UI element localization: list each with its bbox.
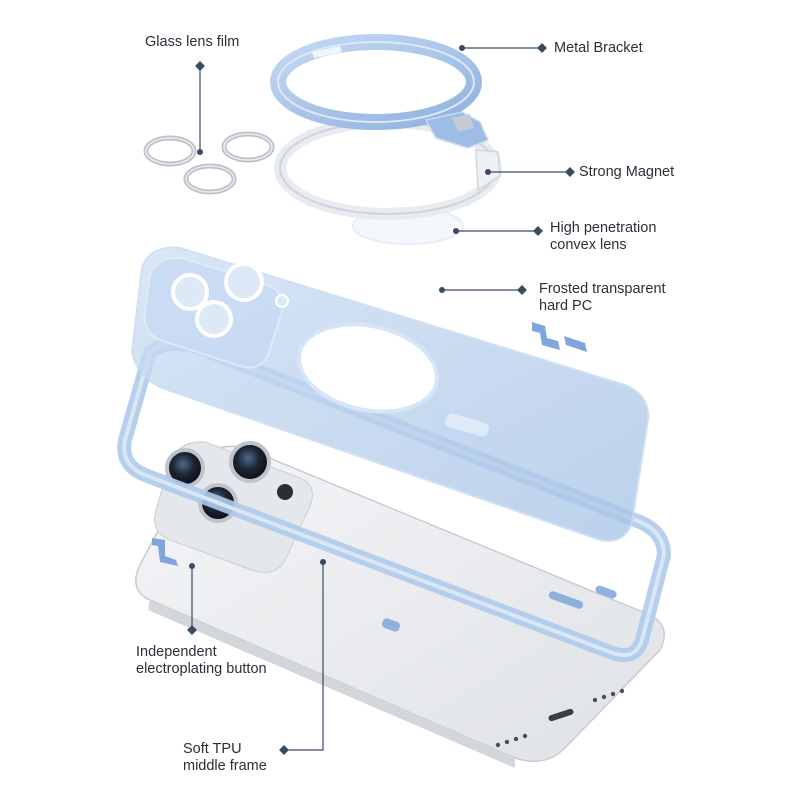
charging-port-icon (548, 708, 574, 722)
electroplating-button-icon (152, 322, 587, 566)
leader-lines (187, 43, 575, 755)
label-button-line2: electroplating button (136, 661, 267, 677)
metal-bracket (270, 34, 490, 149)
label-convex-lens-line2: convex lens (550, 237, 627, 253)
pc-camera-ring-icon (195, 300, 233, 338)
camera-lens-icon (229, 441, 271, 483)
label-button-line1: Independent (136, 644, 217, 660)
magsafe-cutout (296, 322, 440, 414)
label-strong-magnet: Strong Magnet (579, 164, 675, 180)
flash-icon (277, 484, 293, 500)
label-convex-lens-line1: High penetration (550, 220, 657, 236)
frosted-pc-back (130, 246, 650, 542)
label-glass-lens-film: Glass lens film (145, 34, 240, 50)
pc-camera-ring-icon (224, 262, 264, 302)
label-tpu-line1: Soft TPU (183, 741, 242, 757)
label-tpu-line2: middle frame (183, 758, 267, 774)
pc-camera-ring-icon (171, 273, 209, 311)
label-frosted-pc-line1: Frosted transparent (539, 281, 666, 297)
speaker-grille-icon (495, 688, 625, 748)
label-metal-bracket: Metal Bracket (554, 40, 643, 56)
glass-lens-film (143, 131, 275, 195)
label-frosted-pc-line2: hard PC (539, 298, 593, 314)
